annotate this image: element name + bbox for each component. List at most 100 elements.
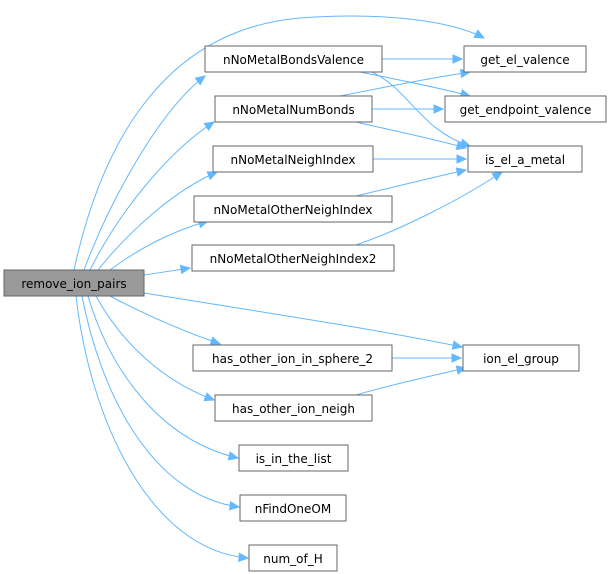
node-nNoMetalOtherNeighIndex[interactable]: nNoMetalOtherNeighIndex xyxy=(193,195,393,223)
node-box xyxy=(3,269,145,297)
node-get_el_valence[interactable]: get_el_valence xyxy=(463,45,587,73)
node-box xyxy=(239,494,347,522)
node-label: nNoMetalOtherNeighIndex xyxy=(213,203,372,217)
edge-line xyxy=(75,295,249,559)
node-box xyxy=(444,95,607,123)
node-num_of_H[interactable]: num_of_H xyxy=(248,544,338,572)
node-label: has_other_ion_neigh xyxy=(232,402,355,416)
edge-line xyxy=(109,295,221,345)
node-box xyxy=(238,444,349,472)
edge-remove_ion_pairs-to-get_el_valence xyxy=(73,15,486,271)
edge-remove_ion_pairs-to-ion_el_group xyxy=(143,292,464,350)
node-label: nNoMetalNumBonds xyxy=(232,103,354,117)
node-box xyxy=(214,394,373,422)
edge-nNoMetalBondsValence-to-get_el_valence xyxy=(382,54,464,64)
arrowhead-icon xyxy=(473,29,486,39)
node-box xyxy=(212,145,374,173)
edge-remove_ion_pairs-to-nNoMetalNumBonds xyxy=(89,121,216,271)
edge-line xyxy=(87,295,239,459)
node-box xyxy=(191,244,395,272)
edge-line xyxy=(359,71,471,97)
edge-line xyxy=(81,295,240,508)
edge-nNoMetalNumBonds-to-get_endpoint_valence xyxy=(372,104,445,114)
edge-line xyxy=(109,220,209,271)
arrowhead-icon xyxy=(209,336,222,346)
node-label: nNoMetalOtherNeighIndex2 xyxy=(210,252,377,266)
node-box xyxy=(193,195,393,223)
edge-line xyxy=(355,367,467,396)
node-remove_ion_pairs[interactable]: remove_ion_pairs xyxy=(3,269,145,297)
node-label: num_of_H xyxy=(263,552,323,566)
node-box xyxy=(204,45,383,73)
node-box xyxy=(248,544,338,572)
edge-has_other_ion_in_sphere_2-to-ion_el_group xyxy=(392,353,463,363)
node-label: get_endpoint_valence xyxy=(460,103,592,117)
node-has_other_ion_neigh[interactable]: has_other_ion_neigh xyxy=(214,394,373,422)
node-label: ion_el_group xyxy=(483,352,559,366)
edge-remove_ion_pairs-to-num_of_H xyxy=(75,295,250,562)
node-label: nNoMetalBondsValence xyxy=(223,53,364,67)
node-nNoMetalNumBonds[interactable]: nNoMetalNumBonds xyxy=(214,95,373,123)
node-nNoMetalBondsValence[interactable]: nNoMetalBondsValence xyxy=(204,45,383,73)
arrowhead-icon xyxy=(228,501,241,511)
edge-remove_ion_pairs-to-has_other_ion_in_sphere_2 xyxy=(109,295,222,346)
arrowhead-icon xyxy=(451,340,464,350)
node-label: remove_ion_pairs xyxy=(21,277,126,291)
node-box xyxy=(463,45,587,73)
node-box xyxy=(462,344,580,372)
arrowhead-icon xyxy=(203,392,216,402)
node-box xyxy=(467,145,583,173)
node-label: nFindOneOM xyxy=(255,502,331,516)
node-label: get_el_valence xyxy=(480,53,569,67)
edge-nNoMetalOtherNeighIndex-to-is_el_a_metal xyxy=(355,167,468,197)
edge-line xyxy=(143,292,463,348)
arrowhead-icon xyxy=(433,104,445,114)
edge-remove_ion_pairs-to-nFindOneOM xyxy=(81,295,241,511)
edge-nNoMetalBondsValence-to-get_endpoint_valence xyxy=(359,71,472,99)
node-nFindOneOM[interactable]: nFindOneOM xyxy=(239,494,347,522)
arrowhead-icon xyxy=(206,171,219,181)
arrowhead-icon xyxy=(451,353,463,363)
edge-line xyxy=(89,121,215,271)
edge-remove_ion_pairs-to-is_in_the_list xyxy=(87,295,240,461)
edge-nNoMetalNumBonds-to-get_el_valence xyxy=(339,68,472,97)
node-is_el_a_metal[interactable]: is_el_a_metal xyxy=(467,145,583,173)
edge-line xyxy=(355,171,503,246)
edge-line xyxy=(371,71,471,147)
edge-remove_ion_pairs-to-nNoMetalNeighIndex xyxy=(97,171,219,271)
edge-line xyxy=(73,15,485,271)
arrowhead-icon xyxy=(179,264,192,275)
edge-line xyxy=(95,295,215,401)
edge-remove_ion_pairs-to-nNoMetalBondsValence xyxy=(83,75,206,271)
edge-line xyxy=(83,75,206,271)
edge-line xyxy=(355,121,467,149)
arrowhead-icon xyxy=(455,140,468,151)
arrowhead-icon xyxy=(203,121,216,132)
arrowhead-icon xyxy=(194,75,206,86)
edge-nNoMetalOtherNeighIndex2-to-is_el_a_metal xyxy=(355,171,504,246)
edge-remove_ion_pairs-to-nNoMetalOtherNeighIndex2 xyxy=(143,264,192,276)
node-nNoMetalNeighIndex[interactable]: nNoMetalNeighIndex xyxy=(212,145,374,173)
edge-nNoMetalNumBonds-to-is_el_a_metal xyxy=(355,121,468,151)
node-is_in_the_list[interactable]: is_in_the_list xyxy=(238,444,349,472)
node-label: is_in_the_list xyxy=(256,452,332,466)
node-box xyxy=(214,95,373,123)
arrowhead-icon xyxy=(227,451,240,461)
edge-line xyxy=(97,171,218,271)
function-nodes: remove_ion_pairs nNoMetalBondsValence nNoM… xyxy=(3,45,607,572)
edge-nNoMetalNeighIndex-to-is_el_a_metal xyxy=(373,154,468,164)
node-has_other_ion_in_sphere_2[interactable]: has_other_ion_in_sphere_2 xyxy=(192,344,393,372)
node-ion_el_group[interactable]: ion_el_group xyxy=(462,344,580,372)
edge-remove_ion_pairs-to-has_other_ion_neigh xyxy=(95,295,216,402)
node-get_endpoint_valence[interactable]: get_endpoint_valence xyxy=(444,95,607,123)
edge-line xyxy=(339,71,471,97)
arrowhead-icon xyxy=(238,552,250,562)
node-box xyxy=(192,344,393,372)
arrowhead-icon xyxy=(452,54,464,64)
edge-line xyxy=(355,169,467,197)
node-nNoMetalOtherNeighIndex2[interactable]: nNoMetalOtherNeighIndex2 xyxy=(191,244,395,272)
arrowhead-icon xyxy=(455,167,468,177)
arrowhead-icon xyxy=(491,171,504,182)
node-label: has_other_ion_in_sphere_2 xyxy=(212,352,373,366)
